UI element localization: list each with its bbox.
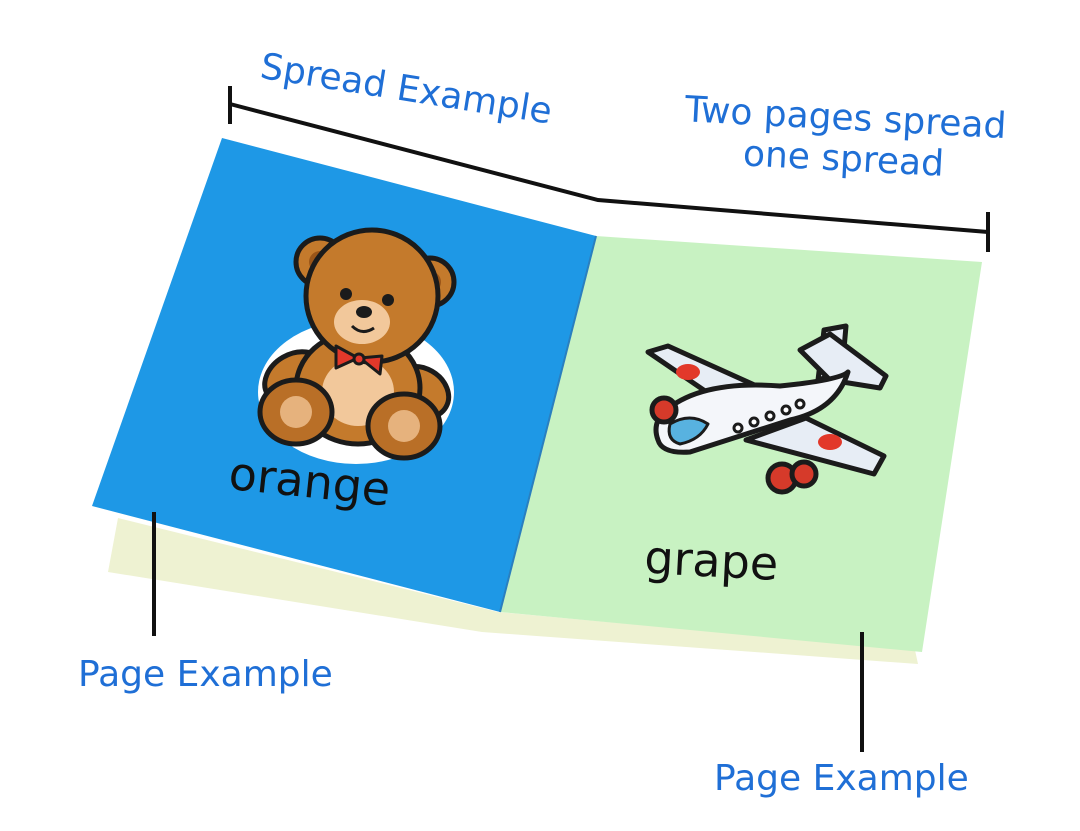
page-example-label-left: Page Example <box>78 654 333 695</box>
right-page-word: grape <box>643 530 780 591</box>
spread-bracket <box>228 86 990 252</box>
right-page <box>500 236 982 652</box>
book-spine <box>499 235 597 613</box>
teddy-bear-icon <box>257 227 457 464</box>
page-example-label-right: Page Example <box>714 758 969 799</box>
airplane-icon <box>645 323 889 495</box>
book-back-cover <box>108 518 918 664</box>
